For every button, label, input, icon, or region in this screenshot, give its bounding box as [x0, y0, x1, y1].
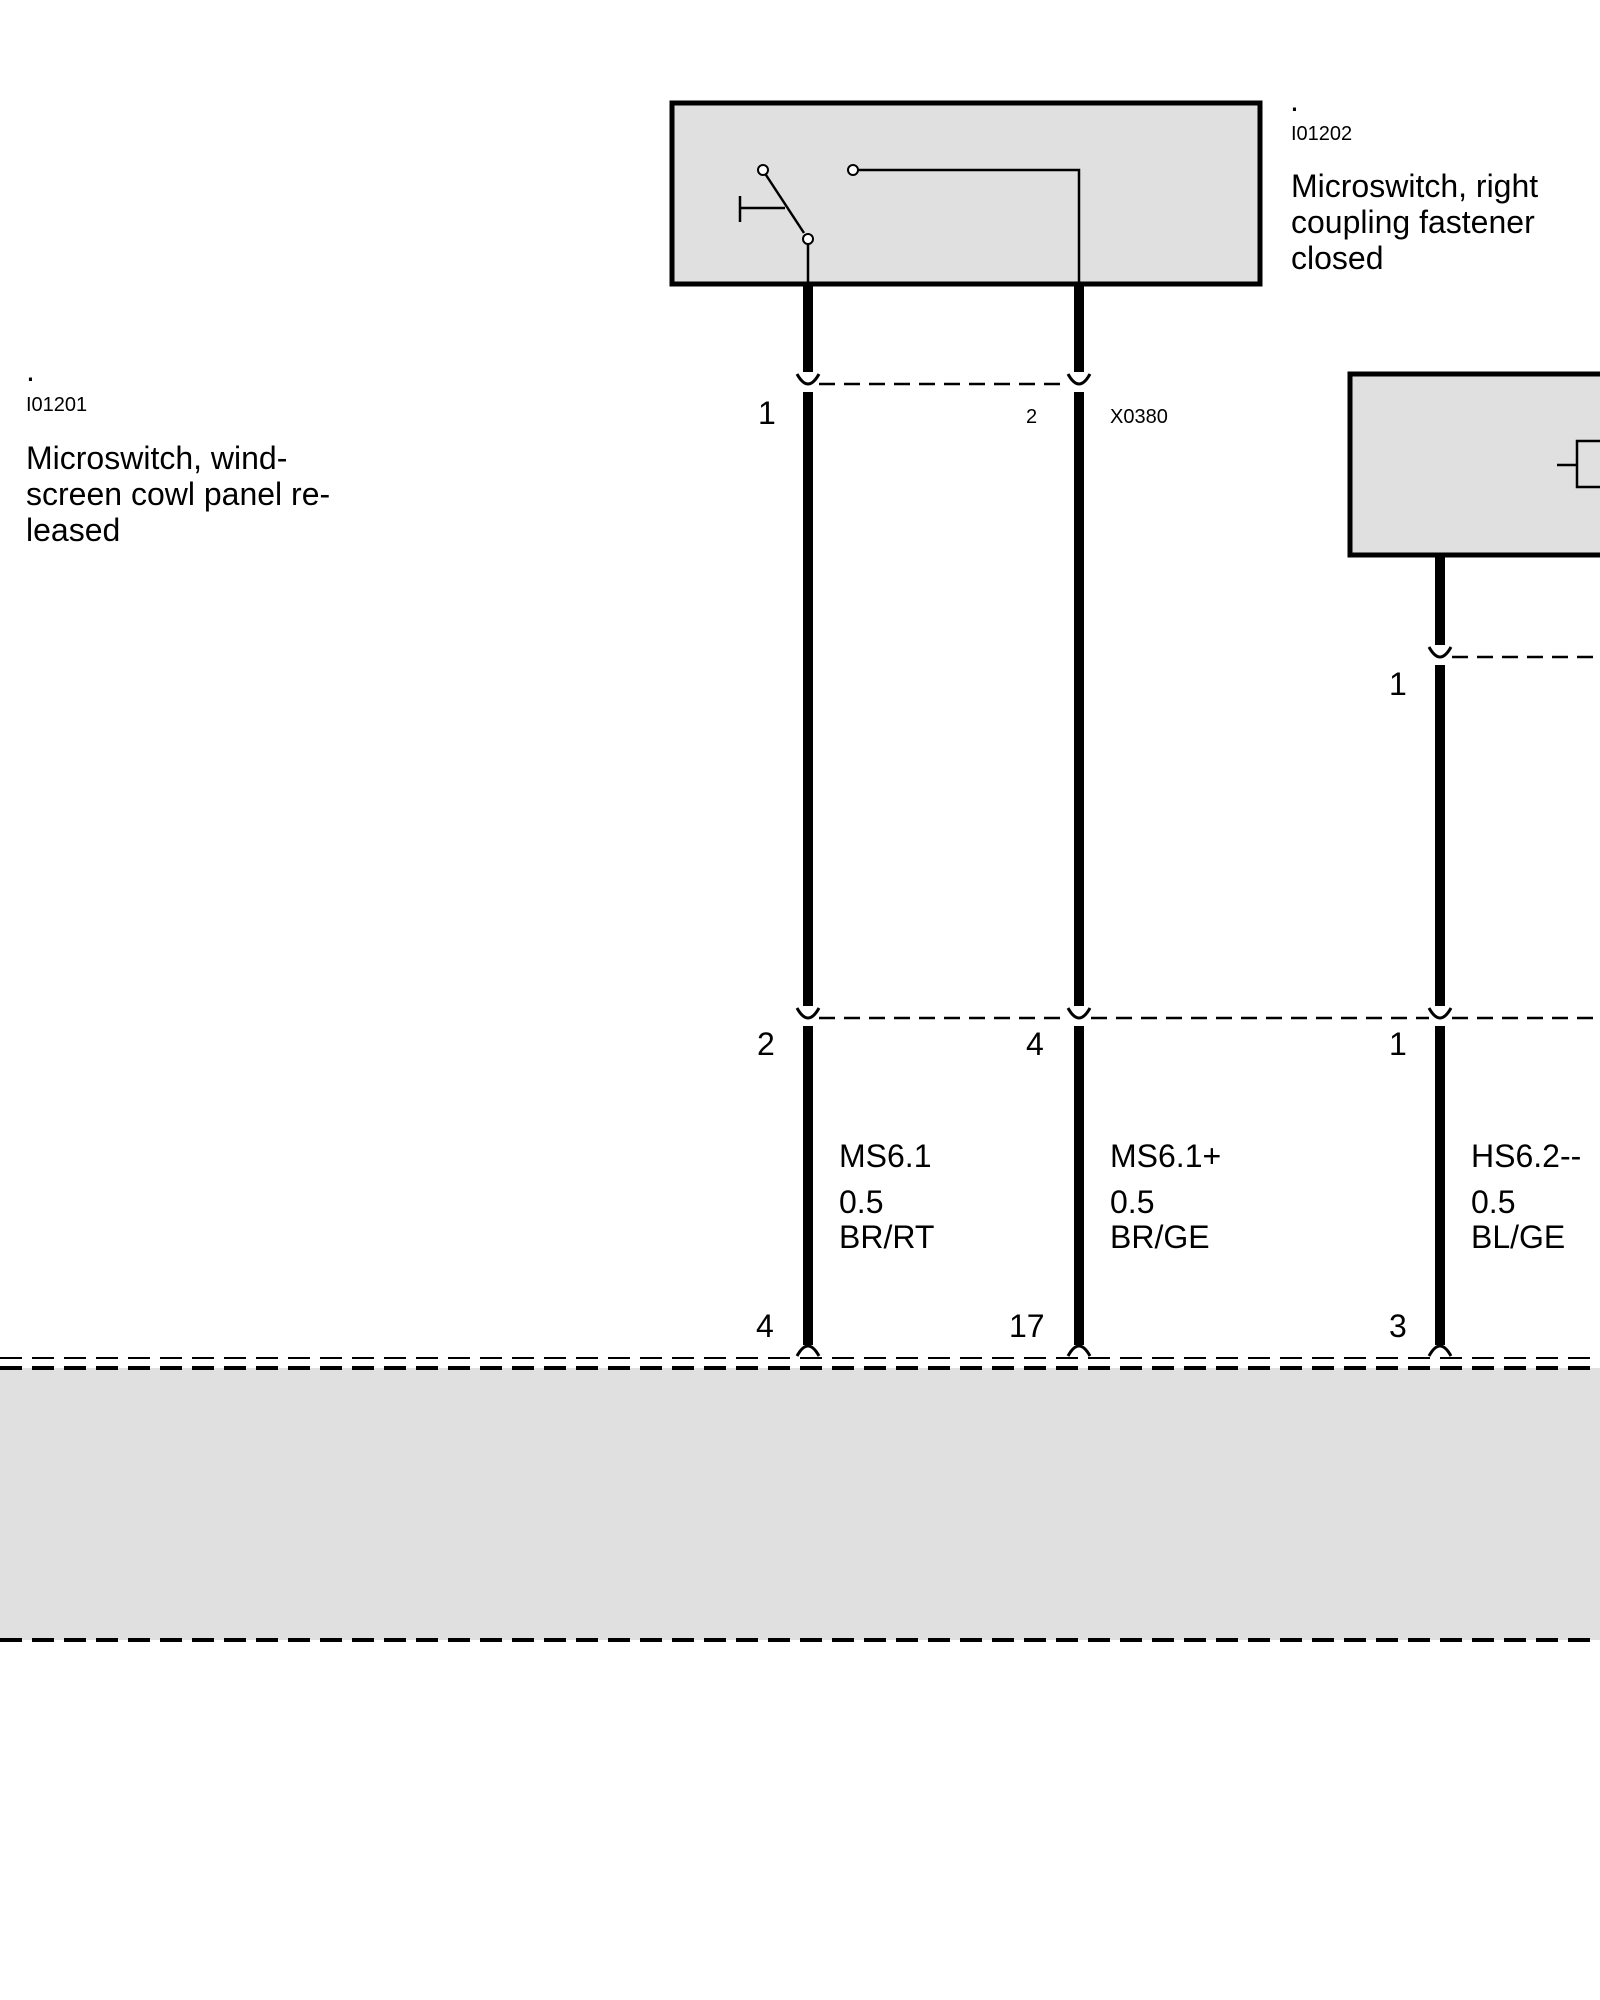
wire-3-gauge: 0.5 — [1471, 1184, 1515, 1220]
connector-x0380-pin-2: 2 — [1026, 406, 1037, 428]
bottom-pin-2: 17 — [1009, 1308, 1045, 1344]
component-i01201-dot: . — [26, 352, 35, 388]
component-i01202-dot: . — [1290, 82, 1299, 118]
component-box-i01201 — [1347, 371, 1600, 558]
component-i01201-desc-line-2: screen cowl panel re- — [26, 476, 330, 512]
wire-1-name: MS6.1 — [839, 1138, 931, 1174]
wire-ms6-1-plus — [1066, 284, 1092, 1357]
wire-2-name: MS6.1+ — [1110, 1138, 1221, 1174]
switch-symbol-icon — [738, 164, 1081, 282]
bottom-pin-3: 3 — [1389, 1308, 1407, 1344]
wire-ms6-1 — [795, 284, 821, 1357]
component-i01201-desc-line-1: Microswitch, wind- — [26, 440, 287, 476]
wire-1-gauge: 0.5 — [839, 1184, 883, 1220]
component-i01202-code: I01202 — [1291, 123, 1352, 145]
connector-x0380-pin-1: 1 — [758, 395, 776, 431]
component-i01202-desc-line-1: Microswitch, right — [1291, 168, 1538, 204]
mid-connector-pin-2: 4 — [1026, 1026, 1044, 1062]
wire-2-gauge: 0.5 — [1110, 1184, 1154, 1220]
wire-1-color: BR/RT — [839, 1219, 934, 1255]
connector-x0380-code: X0380 — [1110, 406, 1168, 428]
wire-hs6-2 — [1427, 555, 1453, 1357]
component-i01202-desc-line-3: closed — [1291, 240, 1384, 276]
wire-3-name: HS6.2-- — [1471, 1138, 1581, 1174]
wire-2-color: BR/GE — [1110, 1219, 1210, 1255]
component-box-i01202 — [669, 100, 1263, 287]
connector-third-pin: 1 — [1389, 666, 1407, 702]
wire-3-color: BL/GE — [1471, 1219, 1565, 1255]
component-i01201-code: I01201 — [26, 394, 87, 416]
control-unit-box — [0, 1357, 1600, 1642]
mid-connector-pin-3: 1 — [1389, 1026, 1407, 1062]
bottom-pin-1: 4 — [756, 1308, 774, 1344]
mid-connector-pin-1: 2 — [757, 1026, 775, 1062]
component-i01201-desc-line-3: leased — [26, 512, 120, 548]
component-i01202-desc-line-2: coupling fastener — [1291, 204, 1535, 240]
